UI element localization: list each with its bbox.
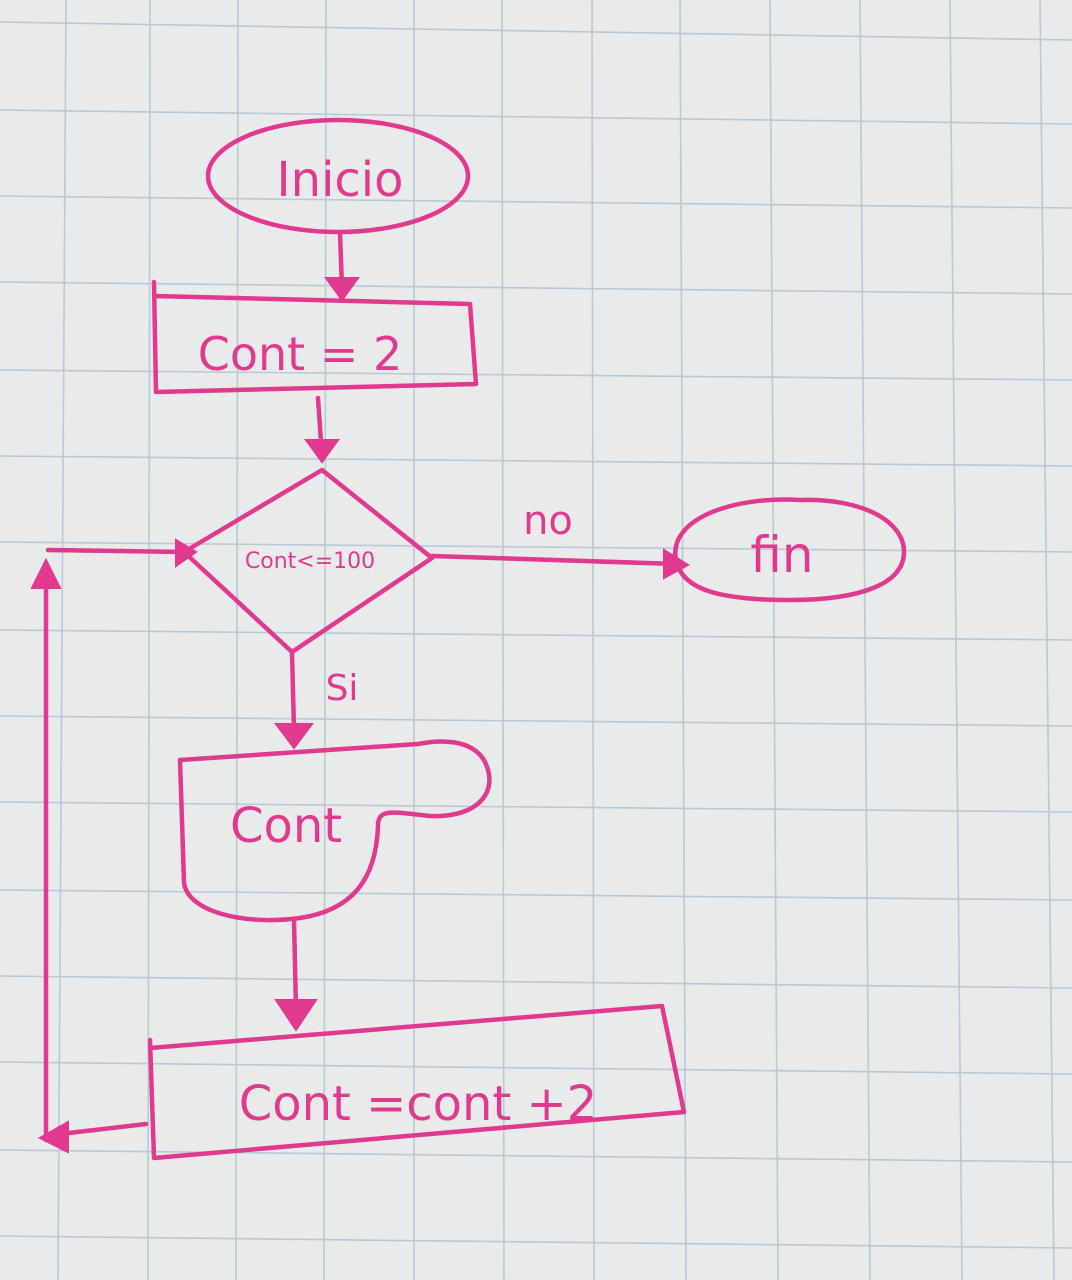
arrowhead-icon [30, 557, 62, 589]
yes-branch-label: Si [326, 668, 359, 709]
arrow-init-to-decision [304, 395, 340, 464]
decision-node: Cont<=100 [181, 467, 435, 655]
output-label: Cont [230, 798, 342, 854]
arrowhead-icon [175, 538, 198, 568]
increment-process-shape [147, 1003, 687, 1161]
init-process-shape [151, 279, 479, 395]
arrow-start-to-init [324, 229, 360, 302]
arrowhead-icon [274, 723, 314, 750]
end-node: fin [673, 497, 907, 603]
arrowhead-icon [324, 277, 360, 302]
end-terminal-shape [673, 497, 907, 603]
arrowhead-icon [274, 999, 318, 1032]
output-display-shape [177, 739, 492, 923]
end-label: fin [750, 526, 813, 584]
arrow-output-to-increment [274, 917, 318, 1032]
arrow-decision-yes-to-output: Si [274, 649, 359, 750]
no-branch-label: no [523, 498, 573, 544]
arrowhead-icon [304, 439, 340, 464]
output-node: Cont [177, 739, 492, 923]
arrow-decision-no-to-end: no [429, 498, 690, 580]
increment-node: Cont =cont +2 [147, 1003, 687, 1161]
arrow-loop-back-to-decision [30, 538, 198, 1154]
init-node: Cont = 2 [151, 279, 479, 395]
start-label: Inicio [276, 152, 403, 208]
increment-label: Cont =cont +2 [239, 1076, 598, 1132]
decision-label: Cont<=100 [245, 549, 375, 574]
arrowhead-icon [37, 1120, 69, 1154]
start-node: Inicio [205, 117, 471, 235]
init-label: Cont = 2 [198, 327, 403, 381]
